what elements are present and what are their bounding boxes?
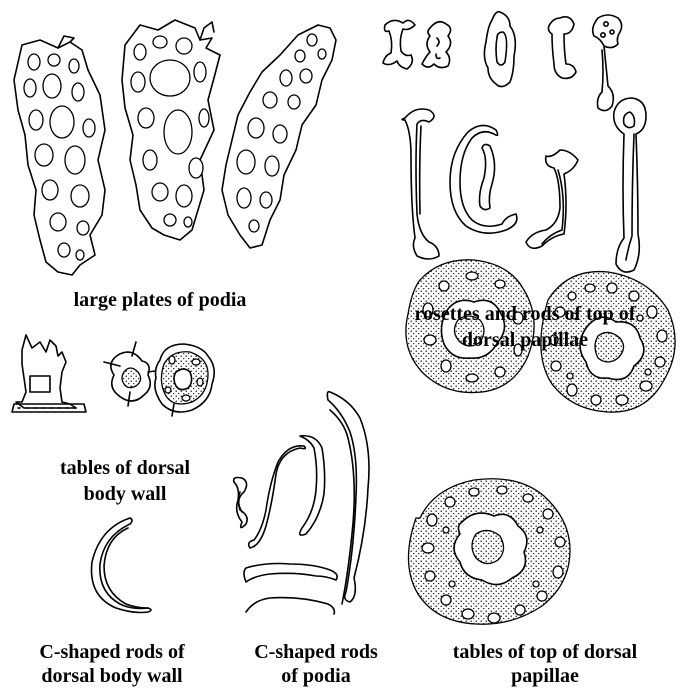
large-plate-2: [122, 20, 220, 240]
caption-tables-dorsal-line1: tables of dorsal: [20, 456, 230, 480]
caption-rosettes-line1: rosettes and rods of top of: [390, 302, 660, 326]
caption-c-rods-dorsal-line2: dorsal body wall: [2, 664, 222, 688]
rosette-5: [593, 15, 622, 48]
c-rod-podia-medium: [249, 446, 306, 548]
c-rod-podia-small: [234, 478, 247, 528]
large-plate-3: [222, 25, 336, 248]
table-side-view: [16, 335, 76, 408]
rod-2-center: [480, 144, 495, 209]
caption-c-rods-podia-line1: C-shaped rods: [226, 640, 406, 664]
rosettes-group: [383, 12, 646, 272]
c-rod-podia-base: [244, 564, 337, 583]
rosette-3: [484, 12, 515, 87]
rosette-1: [383, 20, 415, 69]
caption-large-plates: large plates of podia: [60, 288, 260, 312]
c-rods-dorsal-group: [92, 518, 152, 613]
rosette-2: [422, 22, 451, 68]
caption-tables-dorsal-line2: body wall: [20, 482, 230, 506]
tables-dorsal-group: [12, 335, 214, 416]
caption-c-rods-dorsal-line1: C-shaped rods of: [2, 640, 222, 664]
caption-rosettes-line2: dorsal papillae: [390, 328, 660, 352]
c-rods-podia-group: [234, 392, 369, 614]
rosette-4: [548, 17, 576, 79]
caption-tables-top-line1: tables of top of dorsal: [410, 640, 680, 664]
caption-tables-top-line2: papillae: [410, 664, 680, 688]
rod-3: [526, 150, 578, 248]
caption-c-rods-podia-line2: of podia: [226, 664, 406, 688]
large-plate-1: [14, 36, 105, 275]
